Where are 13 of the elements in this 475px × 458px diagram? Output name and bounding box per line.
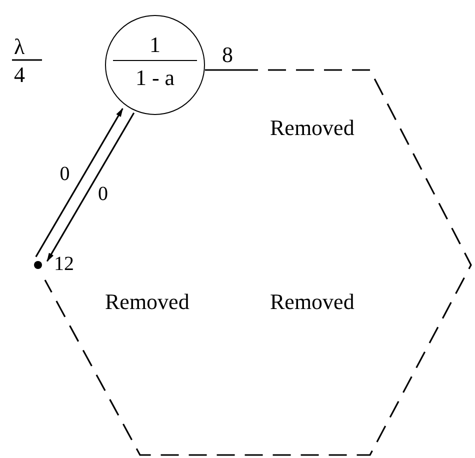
junction-dot [34, 261, 42, 269]
region-label: Removed [105, 291, 190, 313]
region-label: Removed [270, 117, 354, 139]
point-number: 12 [54, 254, 74, 274]
numerator: 1 [148, 34, 162, 56]
line-label: 8 [222, 44, 233, 66]
fraction-denominator: 4 [14, 64, 25, 86]
fraction-circle [105, 15, 205, 115]
denominator: 1 - a [134, 67, 176, 89]
fraction-numerator: λ [14, 36, 25, 58]
edge-label: 0 [98, 184, 108, 204]
edge-label: 0 [60, 164, 70, 184]
region-label: Removed [270, 291, 354, 313]
